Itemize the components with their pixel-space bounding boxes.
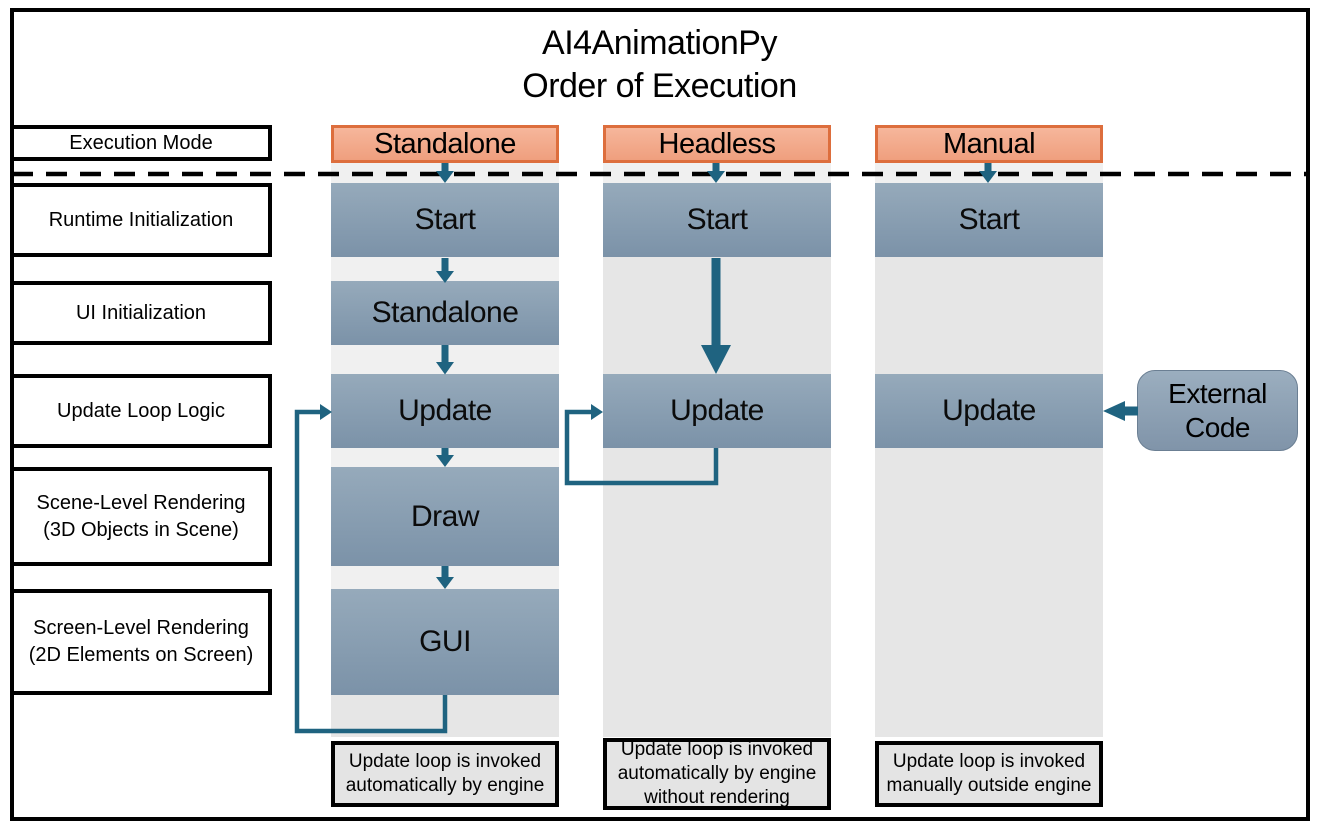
flowbox-manual-update: Update (875, 374, 1103, 448)
title-line-1: AI4AnimationPy (542, 24, 777, 62)
note-standalone: Update loop is invoked automatically by … (331, 741, 559, 807)
row-label-update-loop-logic: Update Loop Logic (10, 374, 272, 448)
row-label-scene-level-rendering: Scene-Level Rendering (3D Objects in Sce… (10, 467, 272, 566)
flowbox-standalone-draw: Draw (331, 467, 559, 566)
flowbox-standalone-gui: GUI (331, 589, 559, 695)
page-title: AI4AnimationPy Order of Execution (0, 22, 1319, 108)
flowbox-headless-update: Update (603, 374, 831, 448)
row-label-execution-mode: Execution Mode (10, 125, 272, 161)
row-label-screen-level-rendering: Screen-Level Rendering (2D Elements on S… (10, 589, 272, 695)
mode-header-manual: Manual (875, 125, 1103, 163)
row-label-ui-initialization: UI Initialization (10, 281, 272, 345)
flowbox-headless-start: Start (603, 183, 831, 257)
external-code-box: External Code (1137, 370, 1298, 451)
flowbox-standalone-update: Update (331, 374, 559, 448)
note-manual: Update loop is invoked manually outside … (875, 741, 1103, 807)
lane-gap (875, 163, 1103, 183)
flowbox-standalone-standalone: Standalone (331, 281, 559, 345)
lane-gap (331, 257, 559, 281)
lane-gap (331, 448, 559, 467)
title-line-2: Order of Execution (522, 67, 797, 105)
flowbox-standalone-start: Start (331, 183, 559, 257)
lane-gap (331, 345, 559, 374)
mode-header-standalone: Standalone (331, 125, 559, 163)
flowbox-manual-start: Start (875, 183, 1103, 257)
mode-header-headless: Headless (603, 125, 831, 163)
lane-gap (331, 566, 559, 589)
lane-gap (603, 163, 831, 183)
row-label-runtime-initialization: Runtime Initialization (10, 183, 272, 257)
note-headless: Update loop is invoked automatically by … (603, 738, 831, 810)
lane-gap (331, 163, 559, 183)
